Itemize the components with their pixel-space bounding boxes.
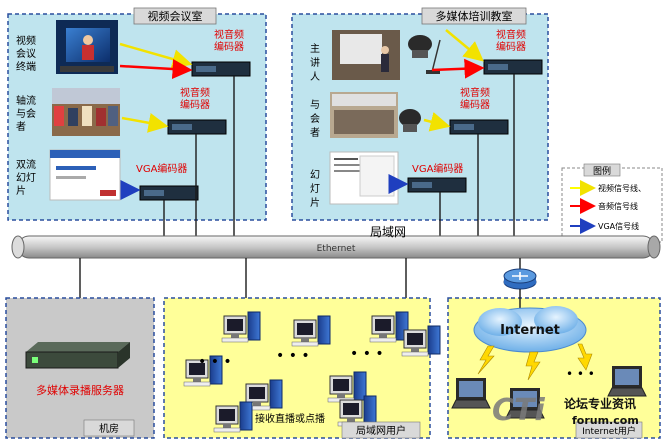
ptz-camera-2: [399, 109, 421, 132]
room-labels: 视频会议终端轴流与会者双流幻灯片主讲人与会者幻灯片视音频编码器视音频编码器VGA…: [16, 28, 526, 209]
ptz-camera-1: [408, 35, 441, 74]
vc-side-label-audience: 轴流与会者: [16, 94, 36, 133]
vc-encoder-3: [139, 185, 199, 201]
vc-encoder-1: [191, 61, 251, 77]
watermark-logo: CTi: [492, 393, 545, 428]
router-icon: [503, 268, 537, 290]
internet-laptop: [505, 388, 545, 419]
vc-video-line-2: [121, 113, 169, 133]
lan-desktop-pc: [221, 311, 261, 343]
tr-side-label-slides: 幻灯片: [310, 168, 320, 209]
lan-backbone: Ethernet 局域网: [11, 225, 661, 259]
lan-users-label: 局域网用户: [356, 424, 406, 437]
lan-desktop-pc: [243, 379, 283, 411]
legend: 图例 视频信号线、 音频信号线 VGA信号线: [561, 163, 663, 243]
tr-encoder-3-label: VGA编码器: [412, 162, 463, 175]
lan-label: 局域网: [370, 225, 406, 239]
internet-laptop-group: [451, 366, 647, 419]
legend-video-label: 视频信号线、: [598, 183, 646, 193]
lan-desktop-pc: [183, 355, 223, 387]
dots-4: • • •: [566, 367, 595, 381]
tr-video-line-1: [445, 29, 484, 62]
lan-clients-caption: 接收直播或点播: [255, 412, 325, 425]
tr-encoder-1: [483, 59, 543, 75]
vc-side-label-terminal: 视频会议终端: [16, 34, 36, 73]
server-label: 多媒体录播服务器: [36, 383, 124, 397]
internet-users-area: Internet • • • Internet用户: [447, 268, 661, 439]
video-conference-room: 视频会议室: [7, 7, 267, 221]
vc-side-label-slides: 双流幻灯片: [16, 158, 36, 197]
tr-video-line-2: [423, 112, 451, 132]
dots-1: • • •: [198, 354, 232, 370]
server-room: 多媒体录播服务器 机房: [5, 297, 155, 439]
internet-label: Internet: [500, 323, 560, 338]
internet-laptop: [607, 366, 647, 397]
tr-side-label-trainees: 与会者: [310, 99, 320, 139]
internet-users-label: Internet用户: [582, 425, 636, 437]
legend-title: 图例: [593, 165, 611, 177]
tr-encoder-1-label: 视音频编码器: [496, 28, 526, 53]
watermark-url: forum.com: [572, 414, 639, 427]
training-room: 多媒体培训教室: [291, 7, 549, 221]
ethernet-label: Ethernet: [317, 244, 356, 254]
tr-side-label-presenter: 主讲人: [310, 43, 320, 83]
dots-3: • • •: [350, 346, 384, 362]
tr-encoder-3: [407, 177, 467, 193]
lan-desktop-pc: [213, 401, 253, 433]
video-conference-room-title: 视频会议室: [148, 9, 203, 23]
vc-encoder-3-label: VGA编码器: [136, 162, 187, 175]
cti-forum-watermark: CTi 论坛专业资讯 forum.com: [492, 393, 639, 428]
lan-pc-group: [183, 311, 441, 433]
tr-encoder-2: [449, 119, 509, 135]
server-room-label: 机房: [99, 422, 119, 435]
tr-encoder-2-label: 视音频编码器: [460, 86, 490, 111]
legend-vga-label: VGA信号线: [598, 221, 639, 231]
watermark-forum: 论坛专业资讯: [564, 396, 636, 411]
vc-encoder-2: [167, 119, 227, 135]
recording-server: [25, 342, 130, 369]
vc-audio-line-1: [119, 59, 193, 79]
legend-audio-label: 音频信号线: [598, 201, 638, 211]
dots-2: • • •: [276, 348, 310, 364]
vc-encoder-2-label: 视音频编码器: [180, 86, 210, 111]
tr-audio-line-1: [431, 58, 485, 79]
lan-users-area: • • • • • • • • • 接收直播或点播 局域网用户: [163, 297, 441, 439]
lan-desktop-pc: [291, 315, 331, 347]
lan-desktop-pc: [401, 325, 441, 357]
vc-encoder-1-label: 视音频编码器: [214, 28, 244, 53]
training-room-title: 多媒体培训教室: [436, 9, 513, 23]
internet-laptop: [451, 378, 491, 409]
lightning-icons: [477, 343, 593, 381]
internet-cloud: Internet: [473, 306, 587, 353]
